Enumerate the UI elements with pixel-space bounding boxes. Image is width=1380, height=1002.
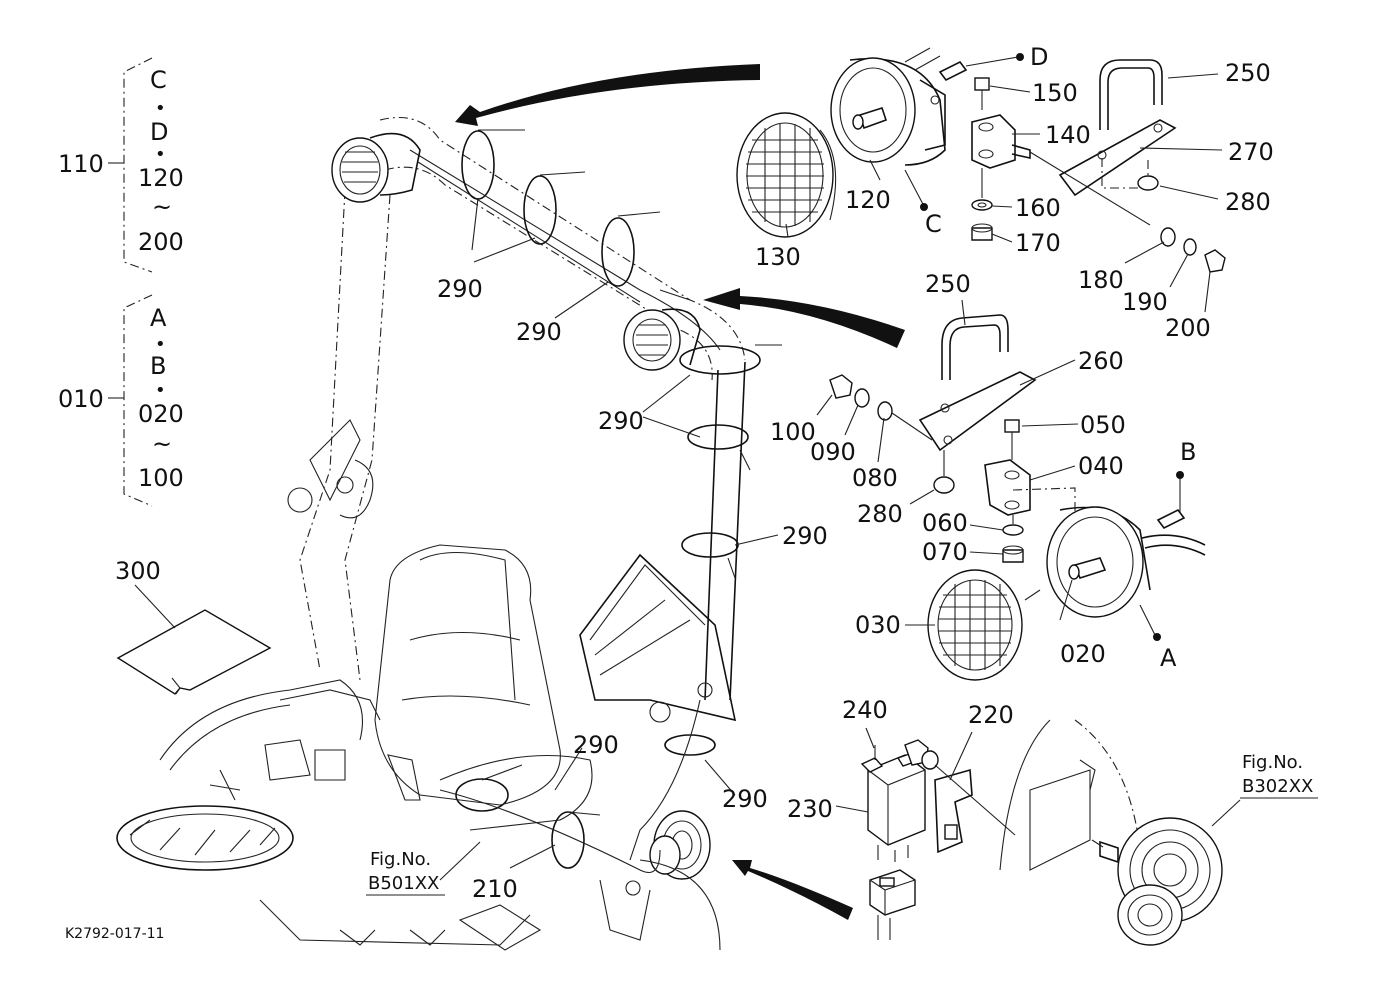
group-code-010: 010 xyxy=(58,385,104,413)
group-item: ~ xyxy=(152,193,172,221)
group-item: A xyxy=(150,304,167,332)
drawing-code: K2792-017-11 xyxy=(65,926,164,942)
hardware-180-200 xyxy=(1160,227,1226,273)
fig-ref-right-label: Fig.No. xyxy=(1242,752,1303,773)
group-item: 120 xyxy=(138,164,184,192)
part-label-280-lower: 280 xyxy=(857,500,903,528)
group-bracket-110: 110 C • D • 120 ~ 200 xyxy=(58,57,184,273)
group-item: • xyxy=(155,334,166,355)
bracket-220 xyxy=(904,739,1016,854)
part-label-250-lower: 250 xyxy=(925,270,971,298)
group-item: C xyxy=(150,66,167,94)
lamp-lens-lower xyxy=(927,569,1023,681)
direction-arrows xyxy=(455,64,905,920)
part-label-220: 220 xyxy=(968,701,1014,729)
part-label-290-a: 290 xyxy=(437,275,483,303)
part-label-230: 230 xyxy=(787,795,833,823)
part-labels: D 150 140 160 170 250 270 280 180 190 20… xyxy=(115,43,1274,903)
frame-lamp-mid xyxy=(623,308,701,371)
point-label-b: B xyxy=(1180,438,1196,466)
group-item: 020 xyxy=(138,400,184,428)
part-label-250-upper: 250 xyxy=(1225,59,1271,87)
leader-lines xyxy=(134,73,1318,896)
part-label-120: 120 xyxy=(845,186,891,214)
part-label-290-f: 290 xyxy=(722,785,768,813)
part-label-280-upper: 280 xyxy=(1225,188,1271,216)
part-label-090: 090 xyxy=(810,438,856,466)
part-label-290-d: 290 xyxy=(782,522,828,550)
part-label-300: 300 xyxy=(115,557,161,585)
work-lamp-upper xyxy=(830,47,946,166)
u-bolt-upper xyxy=(1058,59,1177,197)
lamp-lens-upper xyxy=(736,112,837,238)
part-label-210: 210 xyxy=(472,875,518,903)
relay-230 xyxy=(867,751,926,940)
point-label-c: C xyxy=(925,210,942,238)
group-item: D xyxy=(150,118,168,146)
fig-ref-left: Fig.No. B501XX xyxy=(368,849,439,894)
bracket-140 xyxy=(971,77,1151,241)
part-label-060: 060 xyxy=(922,509,968,537)
group-item: 100 xyxy=(138,464,184,492)
part-label-170: 170 xyxy=(1015,229,1061,257)
fig-ref-left-code: B501XX xyxy=(368,873,439,894)
part-label-100: 100 xyxy=(770,418,816,446)
u-bolt-lower xyxy=(918,314,1037,494)
part-label-240: 240 xyxy=(842,696,888,724)
fig-ref-right: Fig.No. B302XX xyxy=(1242,752,1313,797)
part-label-040: 040 xyxy=(1078,452,1124,480)
chassis xyxy=(116,679,721,951)
part-label-290-b: 290 xyxy=(516,318,562,346)
cable-ties xyxy=(455,129,782,869)
bolt-d xyxy=(938,53,1024,82)
rear-harness xyxy=(439,699,701,874)
part-label-290-c: 290 xyxy=(598,407,644,435)
group-item: B xyxy=(150,352,166,380)
part-label-140: 140 xyxy=(1045,121,1091,149)
decal-300 xyxy=(116,609,272,695)
group-code-110: 110 xyxy=(58,150,104,178)
frame-lamp-left xyxy=(331,132,421,203)
part-label-190: 190 xyxy=(1122,288,1168,316)
part-label-030: 030 xyxy=(855,611,901,639)
tail-lamp xyxy=(1091,817,1223,946)
group-item: ~ xyxy=(152,430,172,458)
part-label-270: 270 xyxy=(1228,138,1274,166)
fig-ref-left-label: Fig.No. xyxy=(370,849,431,870)
part-label-260: 260 xyxy=(1078,347,1124,375)
work-lamp-lower xyxy=(1046,471,1206,641)
part-label-130: 130 xyxy=(755,243,801,271)
fig-ref-right-code: B302XX xyxy=(1242,776,1313,797)
rear-fender xyxy=(999,719,1141,871)
part-label-070: 070 xyxy=(922,538,968,566)
part-label-080: 080 xyxy=(852,464,898,492)
group-item: • xyxy=(155,144,166,165)
rear-lamp xyxy=(649,810,711,880)
screw-240 xyxy=(860,745,884,773)
part-label-180: 180 xyxy=(1078,266,1124,294)
part-label-290-e: 290 xyxy=(573,731,619,759)
point-label-a: A xyxy=(1160,644,1177,672)
point-label-d: D xyxy=(1030,43,1048,71)
part-label-020: 020 xyxy=(1060,640,1106,668)
hardware-080-100 xyxy=(829,374,933,441)
part-label-050: 050 xyxy=(1080,411,1126,439)
group-item: • xyxy=(155,98,166,119)
group-item: 200 xyxy=(138,228,184,256)
rops-frame xyxy=(287,116,746,723)
part-label-150: 150 xyxy=(1032,79,1078,107)
group-bracket-010: 010 A • B • 020 ~ 100 xyxy=(58,294,184,507)
group-item: • xyxy=(155,380,166,401)
seat xyxy=(374,544,593,831)
part-label-200: 200 xyxy=(1165,314,1211,342)
part-label-160: 160 xyxy=(1015,194,1061,222)
